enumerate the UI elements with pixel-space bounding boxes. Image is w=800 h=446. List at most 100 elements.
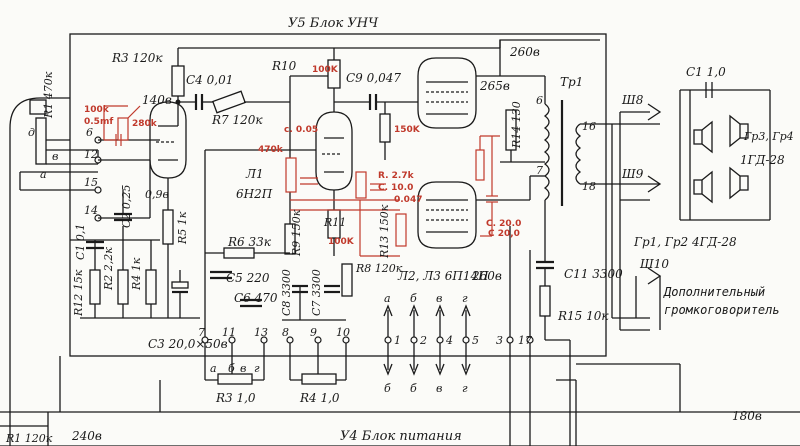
r8-resistor (341, 263, 353, 297)
label-r14: R14 130 (510, 101, 523, 149)
label-c2: C2 0,25 (120, 185, 133, 228)
label-gr12: Гр1, Гр2 4ГД-28 (633, 235, 737, 249)
pin-15 (94, 186, 102, 194)
power-block-title: У4 Блок питания (340, 429, 462, 444)
pin-label-10: 10 (336, 326, 350, 339)
amp-block-frame (69, 33, 607, 357)
input-jack-icon (29, 99, 47, 115)
red-note-470k: 470k (258, 145, 284, 155)
red-note-0047: 0.047 (394, 195, 422, 205)
transformer-secondary (575, 123, 582, 185)
label-r3: R3 120к (111, 51, 163, 65)
r4-resistor (145, 269, 157, 305)
arrow-letter-a-top: а (384, 292, 391, 305)
label-c10: С 20,0 (488, 229, 520, 239)
pin-label-8: 8 (282, 326, 289, 339)
label-c8: C8 3300 (280, 269, 293, 316)
arrow-letter-v-top: в (436, 292, 442, 305)
label-c1-top: C1 1,0 (686, 65, 726, 79)
label-c9: C9 0,047 (346, 71, 401, 85)
label-c4: C4 0,01 (186, 73, 233, 87)
arrow-letter-g-bottom: г (462, 382, 468, 395)
red-note-280k: 280k (132, 119, 158, 129)
label-r6: R6 33к (227, 235, 272, 249)
red-note-100k-b: 100K (312, 65, 339, 75)
label-r8: R8 120к (355, 262, 403, 275)
red-note-c200: C. 20.0 (486, 219, 521, 229)
pin-label-2: 2 (419, 334, 427, 347)
r1-pot (35, 117, 47, 165)
r7-resistor (212, 90, 246, 114)
voltage-140: 140в (142, 93, 172, 107)
r1-15k (89, 269, 101, 305)
speaker-gr2-icon (693, 170, 713, 204)
red-note-150k: 150K (394, 125, 421, 135)
label-r1: R1 470к (42, 71, 55, 119)
pin-arrows-group (383, 304, 471, 376)
pin-label-4: 4 (445, 334, 453, 347)
r2-resistor (117, 269, 129, 305)
pin-label-15: 15 (84, 176, 98, 189)
label-c1: C1 0,1 (74, 224, 87, 260)
label-sh10: Ш10 (639, 257, 669, 271)
tube-l1-b (315, 111, 353, 191)
pin-letter-v: в (52, 150, 58, 163)
r-grid-l2 (379, 113, 391, 143)
pin-label-3: 3 (496, 334, 503, 347)
arrow-letter-a-bottom: б (384, 382, 391, 395)
pin-label-12: 12 (84, 148, 98, 161)
red-note-05mf: 0.5mf (84, 117, 113, 127)
pin-label-9: 9 (310, 326, 317, 339)
connector-sh9 (647, 175, 662, 193)
red-note-100k: 100k (84, 105, 110, 115)
voltage-240: 240в (71, 429, 102, 443)
label-r9: R9 150к (290, 209, 303, 257)
label-r13: R13 150к (378, 204, 391, 259)
pin-label-11: 11 (222, 326, 236, 339)
red-note-27k: R. 2.7k (378, 171, 415, 181)
r5-resistor (162, 209, 174, 245)
r4-pot (301, 373, 337, 385)
voltage-260-top: 260в (509, 45, 540, 59)
r6-resistor (223, 247, 255, 259)
pin-label-16: 16 (582, 120, 596, 133)
pot-letter-a: а (210, 362, 217, 375)
red-note-100k-c: 100K (328, 237, 355, 247)
label-c11: C11 3300 (564, 267, 623, 281)
label-sh8: Ш8 (621, 93, 644, 107)
pin-label-18: 18 (582, 180, 596, 193)
label-r4-pot: R4 1,0 (299, 391, 340, 405)
r15-resistor (539, 285, 551, 317)
transformer-primary (543, 103, 550, 201)
red-note-c100: C. 10.0 (378, 183, 413, 193)
pin-label-14: 14 (84, 204, 98, 217)
r9-resistor (284, 223, 296, 255)
label-r1-120: R1 120к (5, 432, 53, 445)
label-gr34-type: 1ГД-28 (740, 153, 785, 167)
amp-block-title: У5 Блок УНЧ (288, 16, 379, 31)
label-r11: R11 (323, 216, 346, 229)
pin-label-1: 1 (394, 334, 401, 347)
label-r4: R4 1к (130, 257, 143, 291)
tube-l1-a (149, 101, 187, 179)
tube-l3 (417, 181, 477, 249)
label-r5: R5 1к (176, 211, 189, 245)
arrow-letter-b-top: б (410, 292, 417, 305)
label-c5: C5 220 (226, 271, 270, 285)
pin-letter-a: а (40, 168, 47, 181)
label-tr1: Тр1 (560, 75, 583, 89)
r10-resistor (327, 59, 341, 89)
label-r3-pot: R3 1,0 (215, 391, 256, 405)
pot-letter-b: б (228, 362, 235, 375)
label-r10: R10 (271, 59, 297, 73)
pin-label-17: 17 (518, 334, 532, 347)
arrow-letter-b-bottom: б (410, 382, 417, 395)
label-l1-type: 6Н2П (236, 187, 273, 201)
pin-label-6: 6 (86, 126, 93, 139)
pin-label-tr7: 7 (536, 164, 543, 177)
speaker-gr3-icon (729, 114, 749, 148)
pot-letter-v: в (240, 362, 246, 375)
pin-label-13: 13 (254, 326, 268, 339)
pin-3 (506, 336, 514, 344)
